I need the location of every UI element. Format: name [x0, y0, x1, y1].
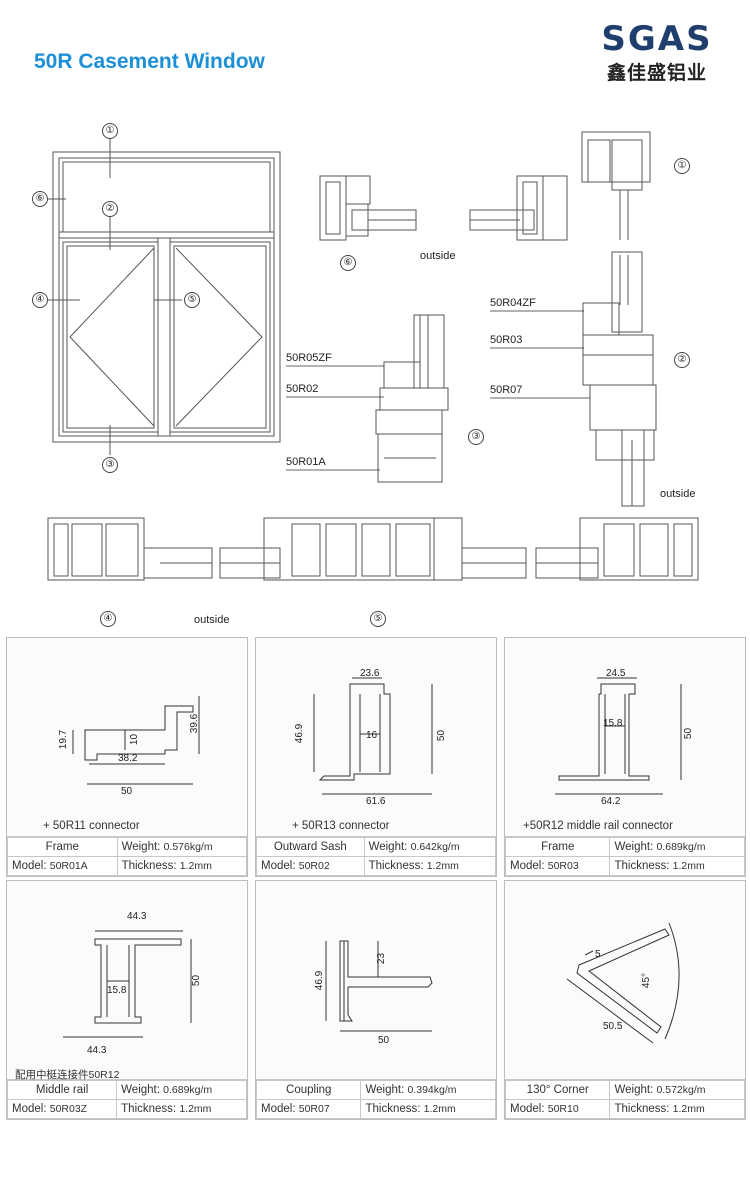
dim: 15.8	[603, 718, 623, 729]
dim: 45°	[641, 972, 653, 989]
connector-note: +50R12 middle rail connector	[523, 820, 673, 832]
model: Model: 50R02	[256, 856, 365, 876]
dim: 15.8	[107, 985, 127, 996]
connector-note: 配用中梃连接件50R12	[15, 1069, 120, 1081]
dim: 50	[121, 786, 133, 797]
part-label: 50R07	[490, 384, 523, 396]
dim: 39.6	[189, 713, 201, 734]
part-label: 50R05ZF	[286, 352, 332, 364]
logo-mark: SGAS	[601, 19, 713, 59]
profile-name: Frame	[504, 837, 611, 857]
dim: 50	[191, 974, 203, 987]
thickness: Thickness: 1.2mm	[609, 856, 745, 876]
marker-5: ⑤	[184, 292, 200, 308]
marker-5-section: ⑤	[370, 611, 386, 627]
window-outer-frame	[52, 151, 281, 443]
dim: 50	[436, 729, 448, 742]
thickness: Thickness: 1.2mm	[609, 1099, 745, 1119]
model: Model: 50R07	[255, 1099, 362, 1119]
thickness: Thickness: 1.2mm	[363, 856, 497, 876]
outside-label: outside	[420, 250, 456, 262]
model: Model: 50R03Z	[6, 1099, 118, 1119]
dim: 19.7	[58, 729, 70, 750]
dim: 61.6	[366, 796, 386, 807]
weight: Weight: 0.576kg/m	[116, 837, 248, 857]
profile-figure: 23.6 46.9 16 50 61.6 + 50R13 connector	[256, 638, 496, 837]
dim: 10	[129, 733, 141, 746]
profile-name: Coupling	[255, 1080, 362, 1100]
marker-4-section: ④	[100, 611, 116, 627]
dim: 23.6	[360, 668, 380, 679]
dim: 46.9	[314, 970, 326, 991]
dim: 44.3	[87, 1045, 107, 1056]
weight: Weight: 0.572kg/m	[609, 1080, 745, 1100]
profile-figure: 46.9 23 50	[256, 881, 496, 1080]
spec-table: Frame Weight: 0.689kg/m Model: 50R03 Thi…	[504, 837, 745, 876]
model: Model: 50R10	[504, 1099, 611, 1119]
marker-2: ②	[102, 201, 118, 217]
profile-card: 23.6 46.9 16 50 61.6 + 50R13 connector O…	[255, 637, 497, 877]
dim: 5	[595, 949, 601, 960]
weight: Weight: 0.642kg/m	[363, 837, 497, 857]
weight: Weight: 0.689kg/m	[116, 1080, 247, 1100]
part-label: 50R03	[490, 334, 523, 346]
spec-table: 130° Corner Weight: 0.572kg/m Model: 50R…	[504, 1080, 745, 1119]
profile-name: Frame	[7, 837, 118, 857]
marker-6: ⑥	[32, 191, 48, 207]
dim: 23	[376, 952, 388, 965]
profile-name: Outward Sash	[256, 837, 365, 857]
profile-card: 19.7 10 39.6 38.2 50 + 50R11 connector F…	[6, 637, 248, 877]
dim: 50	[378, 1035, 390, 1046]
spec-table: Outward Sash Weight: 0.642kg/m Model: 50…	[256, 837, 497, 876]
dim: 24.5	[606, 668, 626, 679]
dim: 38.2	[118, 753, 138, 764]
dim: 64.2	[601, 796, 621, 807]
model: Model: 50R03	[504, 856, 611, 876]
profile-card: 24.5 15.8 50 64.2 +50R12 middle rail con…	[504, 637, 746, 877]
spec-table: Coupling Weight: 0.394kg/m Model: 50R07 …	[255, 1080, 496, 1119]
profile-name: 130° Corner	[504, 1080, 611, 1100]
spec-table: Frame Weight: 0.576kg/m Model: 50R01A Th…	[7, 837, 248, 876]
model: Model: 50R01A	[7, 856, 118, 876]
part-label: 50R02	[286, 383, 319, 395]
marker-6-section: ⑥	[340, 255, 356, 271]
connector-note: + 50R11 connector	[43, 820, 140, 832]
dim: 46.9	[294, 723, 306, 744]
profile-figure: 24.5 15.8 50 64.2 +50R12 middle rail con…	[505, 638, 745, 837]
thickness: Thickness: 1.2mm	[360, 1099, 496, 1119]
profile-card: 44.3 15.8 50 44.3 配用中梃连接件50R12 Middle ra…	[6, 880, 248, 1120]
profile-card: 5 45° 50.5 130° Corner Weight: 0.572kg/m…	[504, 880, 746, 1120]
thickness: Thickness: 1.2mm	[116, 856, 248, 876]
dim: 50.5	[603, 1021, 623, 1032]
marker-1-section: ①	[674, 158, 690, 174]
marker-3: ③	[102, 457, 118, 473]
outside-label: outside	[194, 614, 230, 626]
thickness: Thickness: 1.2mm	[116, 1099, 247, 1119]
weight: Weight: 0.689kg/m	[609, 837, 745, 857]
outside-label: outside	[660, 488, 696, 500]
brand-logo: SGAS 鑫佳盛铝业	[592, 22, 722, 85]
dim: 44.3	[127, 911, 147, 922]
marker-2-section: ②	[674, 352, 690, 368]
profile-name: Middle rail	[6, 1080, 118, 1100]
dim: 16	[366, 730, 378, 741]
connector-note: + 50R13 connector	[292, 820, 390, 832]
profile-figure: 44.3 15.8 50 44.3 配用中梃连接件50R12	[7, 881, 247, 1081]
profile-card: 46.9 23 50 Coupling Weight: 0.394kg/m Mo…	[255, 880, 497, 1120]
marker-4: ④	[32, 292, 48, 308]
logo-chinese-name: 鑫佳盛铝业	[606, 62, 707, 84]
marker-3-section: ③	[468, 429, 484, 445]
section-drawing	[47, 131, 699, 581]
spec-table: Middle rail Weight: 0.689kg/m Model: 50R…	[6, 1080, 247, 1119]
dim: 50	[683, 727, 695, 740]
page-title: 50R Casement Window	[34, 50, 265, 73]
part-label: 50R04ZF	[490, 297, 536, 309]
profile-figure: 5 45° 50.5	[505, 881, 745, 1080]
marker-1: ①	[102, 123, 118, 139]
weight: Weight: 0.394kg/m	[360, 1080, 496, 1100]
profile-figure: 19.7 10 39.6 38.2 50 + 50R11 connector	[7, 638, 247, 837]
part-label: 50R01A	[286, 456, 326, 468]
